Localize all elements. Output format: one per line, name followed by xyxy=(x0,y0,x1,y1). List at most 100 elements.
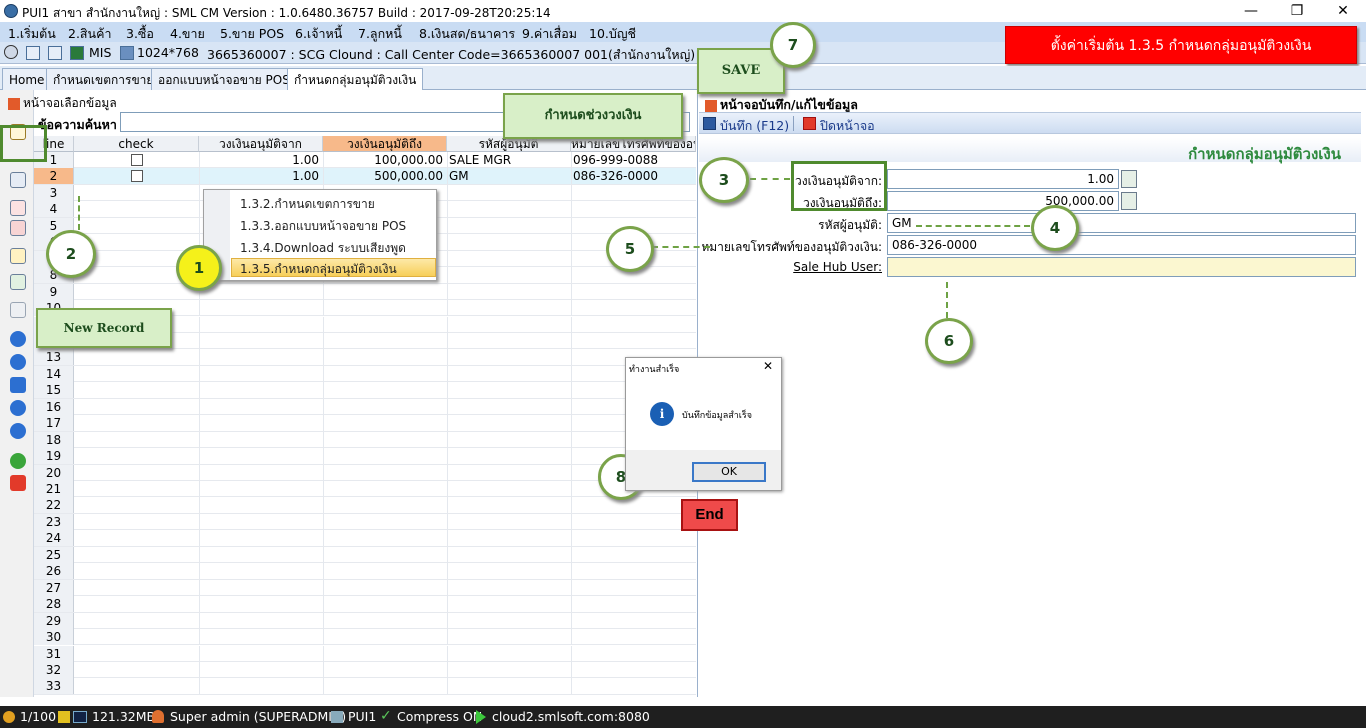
table-row[interactable]: 25 xyxy=(34,546,696,564)
delete-doc-icon[interactable] xyxy=(10,220,26,236)
dropdown-circle-icon[interactable] xyxy=(4,45,18,59)
table-row[interactable]: 29 xyxy=(34,612,696,630)
phone-input[interactable]: 086-326-0000 xyxy=(887,235,1356,255)
column-divider xyxy=(447,184,448,201)
table-row[interactable]: 32 xyxy=(34,661,696,679)
tab-pos-design[interactable]: ออกแบบหน้าจอขาย POS xyxy=(151,68,297,90)
menu-purchase[interactable]: 3.ซื้อ xyxy=(126,26,154,41)
menu-depreciation[interactable]: 9.ค่าเสื่อม xyxy=(522,26,577,41)
menu-creditors[interactable]: 6.เจ้าหนี้ xyxy=(295,26,343,41)
close-red-icon[interactable] xyxy=(10,475,26,491)
menu-products[interactable]: 2.สินค้า xyxy=(68,26,112,41)
col-code[interactable]: รหัสผู้อนุมัติ xyxy=(447,136,571,152)
column-divider xyxy=(571,398,572,415)
arrow-left-icon[interactable] xyxy=(10,331,26,347)
table-row[interactable]: 16 xyxy=(34,398,696,416)
table-row[interactable]: 18 xyxy=(34,431,696,449)
table-row[interactable]: 26 xyxy=(34,563,696,580)
column-divider xyxy=(199,415,200,432)
panel-icon[interactable] xyxy=(26,46,40,60)
chart-icon[interactable] xyxy=(70,46,84,60)
table-row[interactable]: 33 xyxy=(34,678,696,695)
close-page-button[interactable]: ปิดหน้าจอ xyxy=(820,118,875,133)
table-row[interactable]: 27 xyxy=(34,579,696,597)
col-check[interactable]: check xyxy=(74,136,199,152)
table-row[interactable]: 9 xyxy=(34,283,696,301)
print-icon[interactable] xyxy=(10,302,26,318)
save-button[interactable]: บันทึก (F12) xyxy=(720,118,790,133)
table-row[interactable]: 19 xyxy=(34,448,696,465)
arrow-down-icon[interactable] xyxy=(10,423,26,439)
row-checkbox[interactable] xyxy=(131,170,143,183)
ok-button[interactable]: OK xyxy=(692,462,766,482)
menu-start[interactable]: 1.เริ่มต้น xyxy=(8,26,56,41)
table-row[interactable]: 17 xyxy=(34,415,696,432)
fast-forward-icon[interactable] xyxy=(10,377,26,393)
column-divider xyxy=(447,497,448,514)
table-row[interactable]: 31 xyxy=(34,645,696,662)
menu-item-approval-group[interactable]: 1.3.5.กำหนดกลุ่มอนุมัติวงเงิน xyxy=(240,262,397,276)
calculator-icon[interactable] xyxy=(48,46,62,60)
menu-cash-bank[interactable]: 8.เงินสด/ธนาคาร xyxy=(419,26,516,41)
column-divider xyxy=(447,629,448,646)
checklist-icon[interactable] xyxy=(10,200,26,216)
table-row[interactable]: 24 xyxy=(34,530,696,547)
table-row[interactable]: 28 xyxy=(34,596,696,613)
callout-6: 6 xyxy=(925,318,973,364)
column-divider xyxy=(447,579,448,596)
app-icon xyxy=(4,4,18,18)
calculator-icon[interactable] xyxy=(1121,170,1137,188)
minimize-button[interactable]: — xyxy=(1244,3,1258,19)
menu-accounting[interactable]: 10.บัญชี xyxy=(589,26,636,41)
close-button[interactable]: ✕ xyxy=(1337,3,1349,19)
col-phone[interactable]: หมายเลขโทรศัพท์ของอนุมั xyxy=(571,136,696,152)
menu-item-sales-area[interactable]: 1.3.2.กำหนดเขตการขาย xyxy=(240,197,375,211)
sale-hub-input[interactable] xyxy=(887,257,1356,277)
new-record-icon[interactable] xyxy=(10,124,26,140)
tab-approval-group[interactable]: กำหนดกลุ่มอนุมัติวงเงิน xyxy=(287,68,424,90)
column-divider xyxy=(199,398,200,415)
arrow-up-icon[interactable] xyxy=(10,400,26,416)
column-divider xyxy=(199,300,200,317)
tab-sales-area[interactable]: กำหนดเขตการขาย xyxy=(46,68,161,90)
table-row[interactable]: 15 xyxy=(34,382,696,399)
row-line-cell: 5 xyxy=(34,217,74,234)
menu-item-pos-design[interactable]: 1.3.3.ออกแบบหน้าจอขาย POS xyxy=(240,219,407,233)
restore-button[interactable]: ❐ xyxy=(1290,3,1304,19)
table-row[interactable]: 21 xyxy=(34,481,696,498)
help-icon[interactable] xyxy=(10,453,26,469)
menu-sales[interactable]: 4.ขาย xyxy=(170,26,205,41)
table-row[interactable]: 30 xyxy=(34,629,696,646)
table-row[interactable]: 13 xyxy=(34,349,696,366)
calculator-icon[interactable] xyxy=(1121,192,1137,210)
col-from[interactable]: วงเงินอนุมัติจาก xyxy=(199,136,323,152)
to-input[interactable]: 500,000.00 xyxy=(887,191,1119,211)
arrow-right-icon[interactable] xyxy=(10,354,26,370)
table-row[interactable]: 23 xyxy=(34,513,696,531)
from-input[interactable]: 1.00 xyxy=(887,169,1119,189)
menu-pos[interactable]: 5.ขาย POS xyxy=(220,26,285,41)
tab-home[interactable]: Home xyxy=(2,68,52,90)
edit-icon[interactable] xyxy=(10,172,26,188)
close-doc-icon[interactable] xyxy=(803,117,816,130)
status-bar: 1/100 121.32MB Super admin (SUPERADMIN) … xyxy=(0,706,1366,728)
menu-item-voice-download[interactable]: 1.3.4.Download ระบบเสียงพูด xyxy=(240,241,406,255)
column-divider xyxy=(199,234,200,251)
menu-debtors[interactable]: 7.ลูกหนี้ xyxy=(358,26,402,41)
export-icon[interactable] xyxy=(10,274,26,290)
status-server: cloud2.smlsoft.com:8080 xyxy=(492,709,650,724)
table-row[interactable]: 14 xyxy=(34,365,696,383)
row-checkbox[interactable] xyxy=(131,154,143,166)
col-to[interactable]: วงเงินอนุมัติถึง xyxy=(323,136,447,152)
mis-label[interactable]: MIS xyxy=(89,45,112,60)
approver-code-input[interactable]: GM xyxy=(887,213,1356,233)
dialog-close-button[interactable]: ✕ xyxy=(763,359,774,373)
column-divider xyxy=(199,481,200,497)
lock-icon[interactable] xyxy=(10,248,26,264)
save-icon[interactable] xyxy=(703,117,716,130)
table-row[interactable]: 22 xyxy=(34,497,696,514)
arrow-3-line xyxy=(750,178,790,180)
table-row[interactable]: 20 xyxy=(34,464,696,481)
